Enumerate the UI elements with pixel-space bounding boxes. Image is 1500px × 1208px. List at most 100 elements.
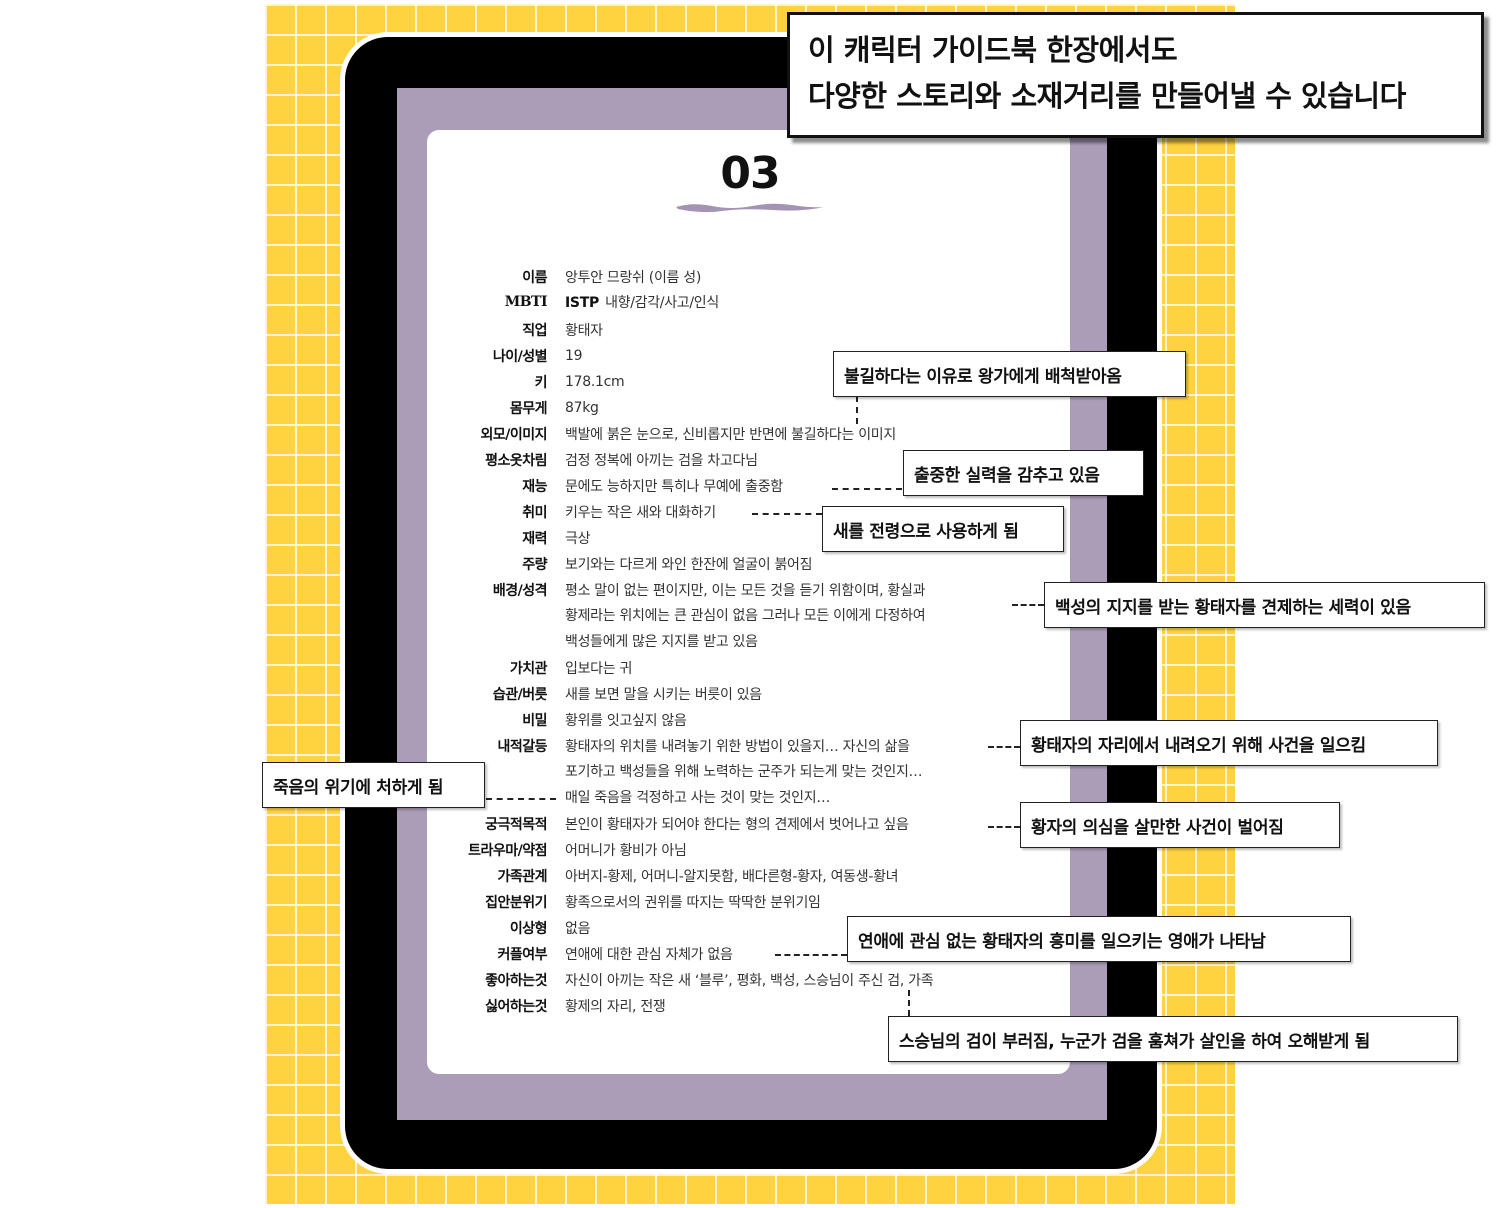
field-value: ISTP 내향/감각/사고/인식 (565, 292, 719, 312)
field-label: 이름 (522, 270, 547, 286)
story-note: 불길하다는 이유로 왕가에게 배척받아옴 (833, 351, 1186, 397)
connector-line (486, 798, 556, 800)
field-label: 커플여부 (497, 947, 547, 963)
field-row: 이상형 없음 (400, 916, 591, 940)
field-value: 극상 (565, 531, 591, 547)
field-value: 없음 (565, 921, 591, 937)
field-row: 배경/성격 평소 말이 없는 편이지만, 이는 모든 것을 듣기 위함이며, 황… (400, 578, 926, 602)
field-value-continued: 황제라는 위치에는 큰 관심이 없음 그러나 모든 이에게 다정하여 (565, 608, 926, 624)
field-label: MBTI (504, 294, 548, 310)
field-row: 나이/성별 19 (400, 344, 583, 368)
field-label: 집안분위기 (485, 895, 547, 911)
field-label: 재력 (522, 531, 547, 547)
story-note: 출중한 실력을 감추고 있음 (903, 450, 1144, 496)
page-number: 03 (720, 148, 780, 199)
headline-line: 다양한 스토리와 소재거리를 만들어낼 수 있습니다 (808, 79, 1406, 113)
field-value: 검정 정복에 아끼는 검을 차고다님 (565, 453, 758, 469)
field-value: 황제의 자리, 전쟁 (565, 999, 666, 1015)
field-label: 가족관계 (497, 869, 547, 885)
field-row: 재력 극상 (400, 526, 590, 550)
field-value: 키우는 작은 새와 대화하기 (565, 505, 716, 521)
field-row: 좋아하는것 자신이 아끼는 작은 새 ‘블루’, 평화, 백성, 스승님이 주신… (400, 968, 934, 992)
field-label: 싫어하는것 (485, 999, 547, 1015)
field-label: 트라우마/약점 (468, 843, 547, 859)
field-label: 좋아하는것 (485, 973, 547, 989)
field-value: 87kg (565, 400, 599, 416)
field-value: 자신이 아끼는 작은 새 ‘블루’, 평화, 백성, 스승님이 주신 검, 가족 (565, 973, 934, 989)
field-row: 몸무게 87kg (400, 396, 599, 420)
field-value: 178.1cm (565, 374, 625, 390)
field-value-continued: 백성들에게 많은 지지를 받고 있음 (565, 634, 758, 650)
field-row: 가치관 입보다는 귀 (400, 656, 633, 680)
story-note: 새를 전령으로 사용하게 됨 (822, 506, 1064, 552)
field-value: 입보다는 귀 (565, 661, 633, 677)
connector-line (988, 746, 1020, 748)
field-row: 평소옷차림 검정 정복에 아끼는 검을 차고다님 (400, 448, 758, 472)
field-row: 비밀 황위를 잇고싶지 않음 (400, 708, 687, 732)
connector-line (775, 954, 847, 956)
field-label: 내적갈등 (497, 739, 547, 755)
field-row: 습관/버릇 새를 보면 말을 시키는 버릇이 있음 (400, 682, 762, 706)
field-label: 평소옷차림 (485, 453, 547, 469)
field-value-continued: 매일 죽음을 걱정하고 사는 것이 맞는 것인지… (565, 790, 831, 806)
field-row: 트라우마/약점 어머니가 황비가 아님 (400, 838, 687, 862)
field-value: 19 (565, 348, 583, 364)
mbti-type: ISTP (565, 295, 599, 311)
field-label: 궁극적목적 (485, 817, 547, 833)
field-value: 황위를 잇고싶지 않음 (565, 713, 687, 729)
story-note: 황태자의 자리에서 내려오기 위해 사건을 일으킴 (1020, 720, 1438, 766)
field-value: 어머니가 황비가 아님 (565, 843, 687, 859)
field-label: 키 (534, 375, 548, 391)
story-note: 황자의 의심을 살만한 사건이 벌어짐 (1020, 802, 1340, 848)
field-value: 황태자의 위치를 내려놓기 위한 방법이 있을지… 자신의 삶을 (565, 739, 910, 755)
connector-line (856, 396, 858, 424)
field-row: 내적갈등 황태자의 위치를 내려놓기 위한 방법이 있을지… 자신의 삶을 (400, 734, 910, 758)
field-row: 직업 황태자 (400, 318, 603, 342)
field-row: 재능 문에도 능하지만 특히나 무예에 출중함 (400, 474, 783, 498)
field-value: 연애에 대한 관심 자체가 없음 (565, 947, 733, 963)
mbti-detail: 내향/감각/사고/인식 (605, 295, 719, 311)
field-value-continued: 포기하고 백성들을 위해 노력하는 군주가 되는게 맞는 것인지… (565, 764, 923, 780)
field-value: 황태자 (565, 323, 603, 339)
brush-stroke-decoration (676, 203, 824, 213)
field-value: 백발에 붉은 눈으로, 신비롭지만 반면에 불길하다는 이미지 (565, 427, 896, 443)
field-value: 보기와는 다르게 와인 한잔에 얼굴이 붉어짐 (565, 557, 813, 573)
field-label: 재능 (522, 479, 547, 495)
story-note: 죽음의 위기에 처하게 됨 (262, 762, 485, 808)
field-row: 집안분위기 황족으로서의 권위를 따지는 딱딱한 분위기임 (400, 890, 821, 914)
field-label: 나이/성별 (492, 349, 548, 365)
field-value: 본인이 황태자가 되어야 한다는 형의 견제에서 벗어나고 싶음 (565, 817, 909, 833)
connector-line (832, 488, 902, 490)
field-value: 평소 말이 없는 편이지만, 이는 모든 것을 듣기 위함이며, 황실과 (565, 583, 926, 599)
field-label: 몸무게 (509, 401, 548, 417)
field-row: 이름 앙투안 므랑쉬 (이름 성) (400, 265, 701, 289)
field-label: 외모/이미지 (480, 427, 547, 443)
field-row: 외모/이미지 백발에 붉은 눈으로, 신비롭지만 반면에 불길하다는 이미지 (400, 422, 896, 446)
field-label: 습관/버릇 (492, 687, 548, 703)
headline-line: 이 캐릭터 가이드북 한장에서도 (808, 33, 1178, 67)
connector-line (1012, 604, 1044, 606)
field-label: 직업 (522, 323, 547, 339)
field-row: 주량 보기와는 다르게 와인 한잔에 얼굴이 붉어짐 (400, 552, 812, 576)
headline-callout: 이 캐릭터 가이드북 한장에서도 다양한 스토리와 소재거리를 만들어낼 수 있… (787, 12, 1484, 138)
field-value: 새를 보면 말을 시키는 버릇이 있음 (565, 687, 762, 703)
field-row: 궁극적목적 본인이 황태자가 되어야 한다는 형의 견제에서 벗어나고 싶음 (400, 812, 909, 836)
field-row: 커플여부 연애에 대한 관심 자체가 없음 (400, 942, 733, 966)
field-value: 아버지-황제, 어머니-알지못함, 배다른형-황자, 여동생-황녀 (565, 869, 899, 885)
field-row: MBTI ISTP 내향/감각/사고/인식 (400, 290, 720, 314)
field-value: 문에도 능하지만 특히나 무예에 출중함 (565, 479, 783, 495)
field-row: 싫어하는것 황제의 자리, 전쟁 (400, 994, 666, 1018)
connector-line (752, 513, 822, 515)
field-label: 주량 (522, 557, 547, 573)
field-row: 키 178.1cm (400, 370, 625, 394)
connector-line (988, 826, 1020, 828)
field-value: 앙투안 므랑쉬 (이름 성) (565, 270, 701, 286)
field-value: 황족으로서의 권위를 따지는 딱딱한 분위기임 (565, 895, 821, 911)
field-label: 취미 (522, 505, 547, 521)
story-note: 연애에 관심 없는 황태자의 흥미를 일으키는 영애가 나타남 (847, 916, 1351, 962)
field-label: 비밀 (522, 713, 547, 729)
connector-line (908, 990, 910, 1016)
story-note: 스승님의 검이 부러짐, 누군가 검을 훔쳐가 살인을 하여 오해받게 됨 (888, 1016, 1458, 1062)
field-label: 가치관 (509, 661, 548, 677)
field-label: 이상형 (509, 921, 548, 937)
